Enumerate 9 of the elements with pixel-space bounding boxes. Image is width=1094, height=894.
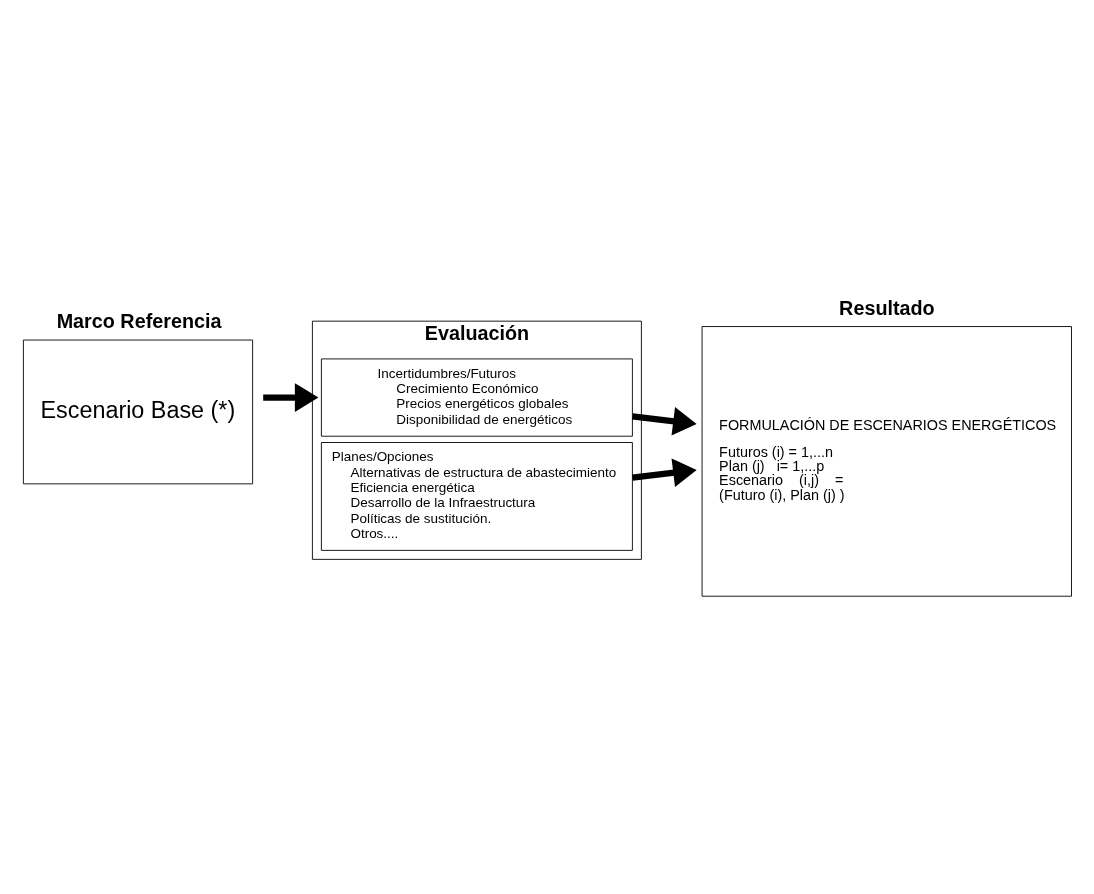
arrow xyxy=(263,383,319,412)
node-label: Resultado xyxy=(839,296,935,319)
node-label: Marco Referencia xyxy=(56,309,222,332)
node-box: Planes/Opciones Alternativas de estructura de abastecimiento Eficiencia energética Desarrollo de la Infraestructura Políticas de sustitución. Otros.... xyxy=(320,442,633,551)
node-box: Escenario Base (*) xyxy=(22,339,254,485)
arrow xyxy=(632,406,697,436)
arrow xyxy=(632,458,697,488)
node-box: FORMULACIÓN DE ESCENARIOS ENERGÉTICOS Futuros (i) = 1,...n Plan (j) i= 1,...p Escenario (i,j) = (Futuro (i), Plan (j) ) xyxy=(701,326,1072,597)
node-box: Incertidumbres/Futuros Crecimiento Económico Precios energéticos globales Disponibilidad de energéticos xyxy=(320,358,633,437)
